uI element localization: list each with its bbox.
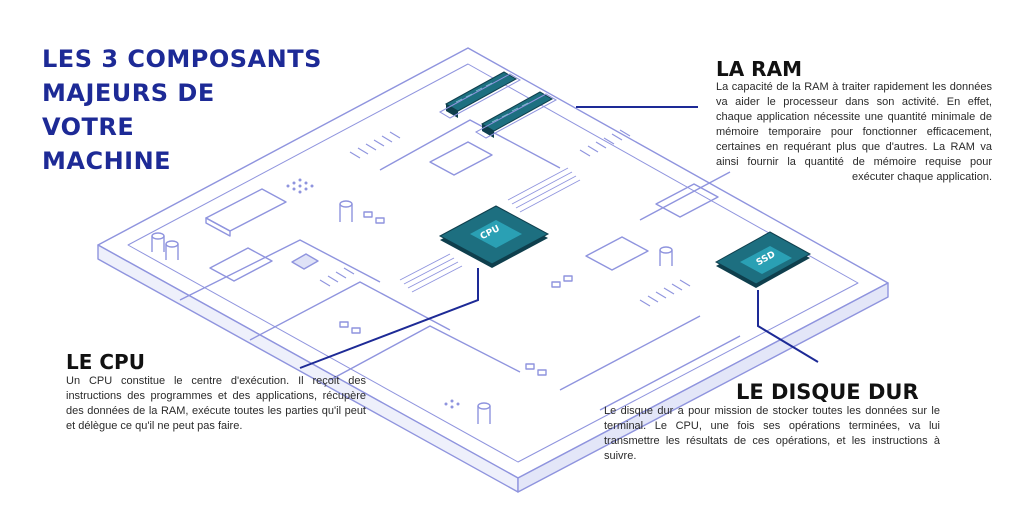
disk-heading: LE DISQUE DUR xyxy=(736,380,919,404)
title-line: MACHINE xyxy=(42,147,172,175)
cpu-connector-line xyxy=(299,268,479,369)
cpu-description: Un CPU constitue le centre d'exécution. … xyxy=(66,375,366,432)
title-line: LES 3 COMPOSANTS xyxy=(42,45,322,73)
title-line: MAJEURS DE xyxy=(42,79,215,107)
ram-description: La capacité de la RAM à traiter rapideme… xyxy=(716,81,992,183)
disk-connector-line xyxy=(757,290,819,363)
block-cube xyxy=(291,253,319,270)
cpu-heading: LE CPU xyxy=(66,350,145,374)
chip-left-small xyxy=(209,247,273,282)
chip-right xyxy=(655,183,719,218)
disk-description: Le disque dur a pour mission de stocker … xyxy=(604,405,940,462)
board-edge-right xyxy=(517,282,889,493)
ssd-chip xyxy=(714,231,812,288)
page-title: LES 3 COMPOSANTS MAJEURS DE VOTRE MACHIN… xyxy=(42,42,322,178)
chip-center-right xyxy=(585,236,649,271)
chip-center-top xyxy=(429,141,493,176)
ram-heading: LA RAM xyxy=(716,57,802,81)
cpu-chip xyxy=(438,205,550,268)
title-line: VOTRE xyxy=(42,113,135,141)
ram-modules xyxy=(438,71,558,139)
